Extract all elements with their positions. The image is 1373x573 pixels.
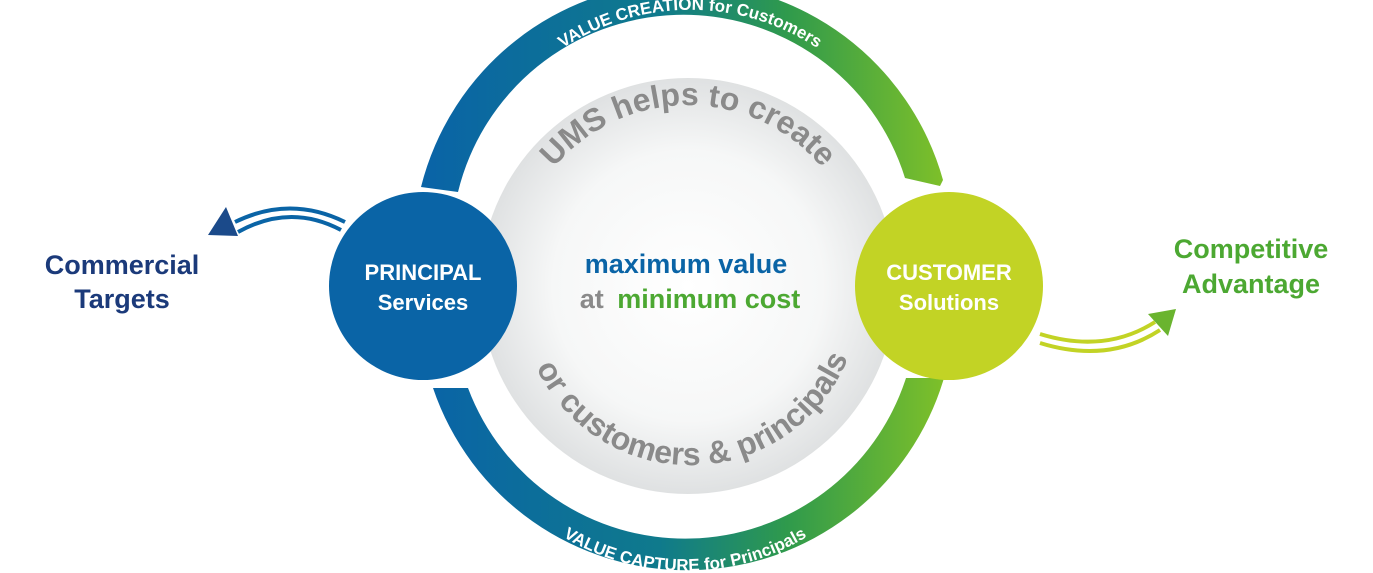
commercial-targets-line-1: Commercial xyxy=(45,250,200,280)
outer-ring-bottom-arc xyxy=(433,378,944,571)
center-line-2-prefix: at xyxy=(580,284,604,314)
center-line-1: maximum value xyxy=(585,249,788,279)
curved-arrow-right-icon xyxy=(1039,309,1176,353)
center-line-2-highlight: minimum cost xyxy=(617,284,800,314)
curved-arrow-left-icon xyxy=(208,206,346,236)
customer-line-2: Solutions xyxy=(899,290,999,315)
principal-services-node xyxy=(329,192,517,380)
inner-circle xyxy=(480,78,896,494)
principal-line-1: PRINCIPAL xyxy=(365,260,482,285)
center-line-2: at minimum cost xyxy=(580,284,801,314)
competitive-advantage-line-1: Competitive xyxy=(1174,234,1329,264)
outer-ring-top-arc xyxy=(421,0,943,192)
customer-solutions-node xyxy=(855,192,1043,380)
competitive-advantage-line-2: Advantage xyxy=(1182,269,1320,299)
customer-line-1: CUSTOMER xyxy=(886,260,1012,285)
principal-line-2: Services xyxy=(378,290,469,315)
commercial-targets-line-2: Targets xyxy=(74,284,170,314)
